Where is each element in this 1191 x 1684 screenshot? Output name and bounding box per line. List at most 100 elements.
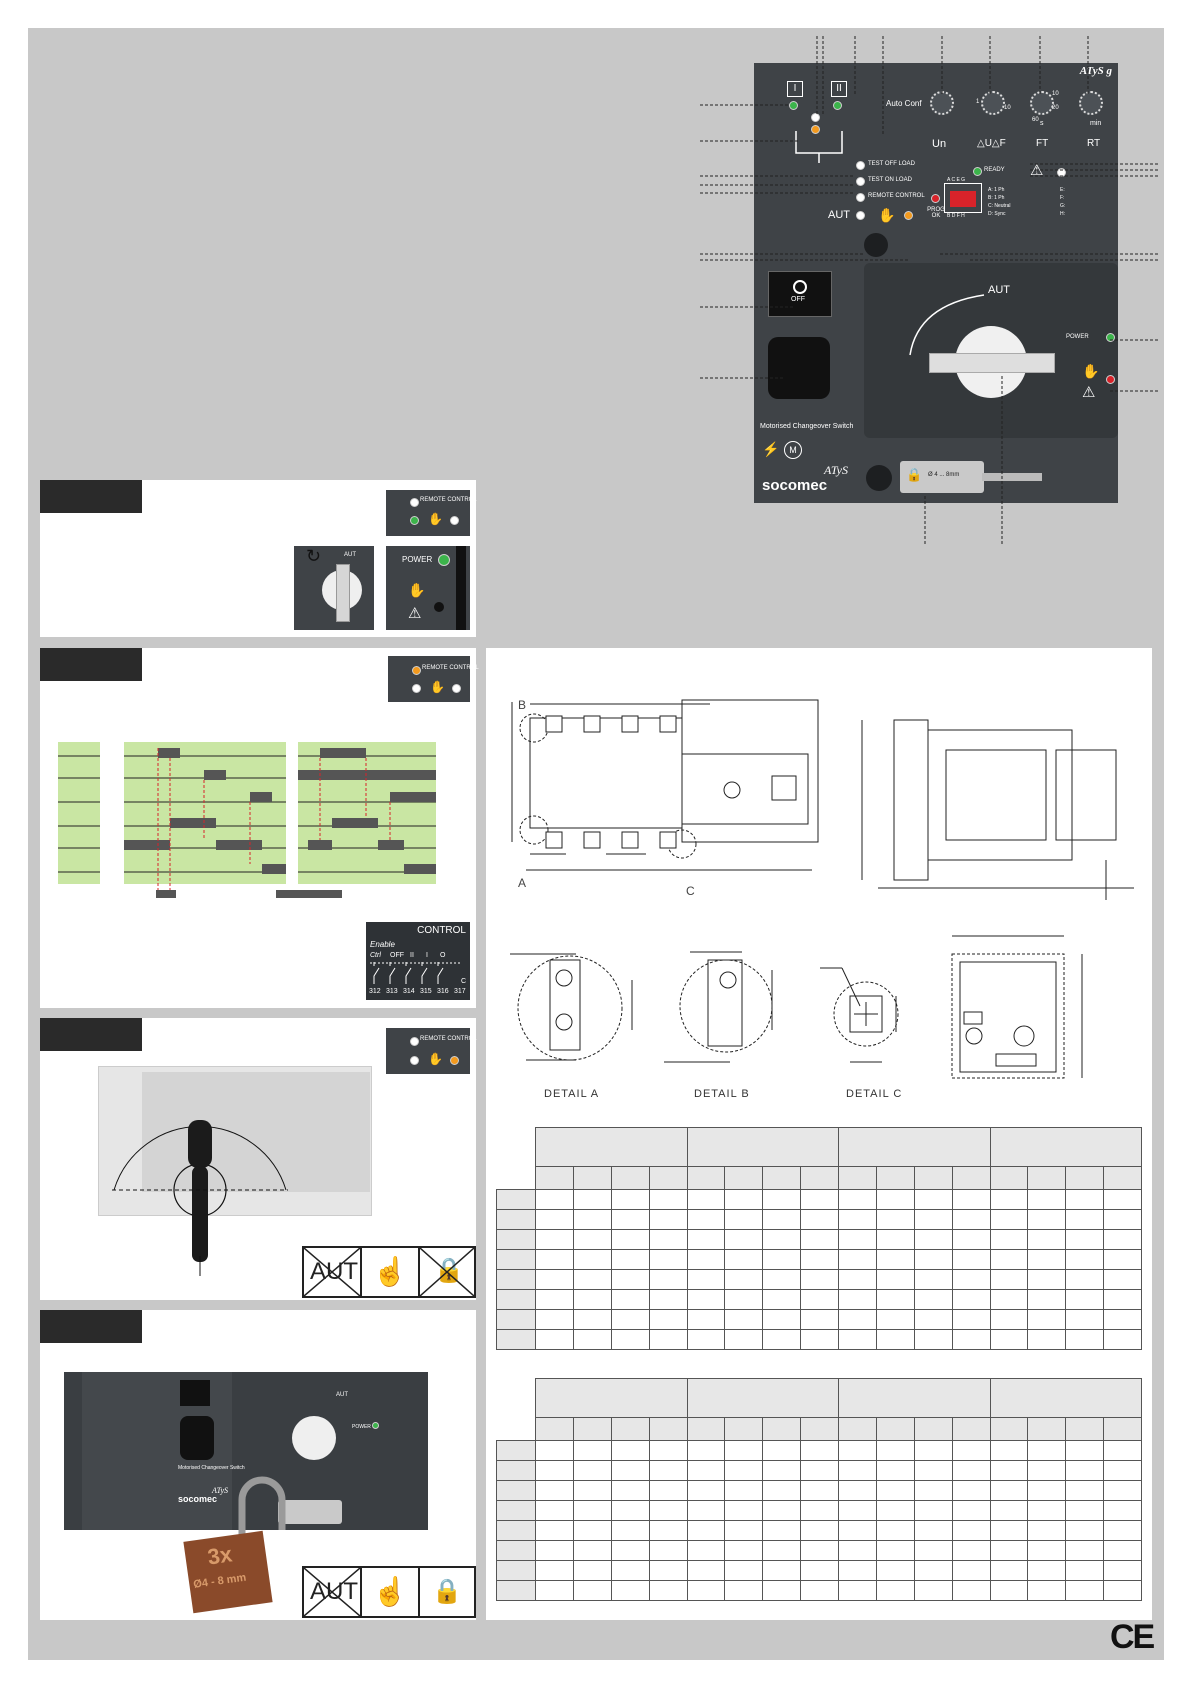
table-cell [1103,1500,1142,1521]
s2-terminal-315: 315 [420,988,432,995]
table-1-empty-corner [497,1128,536,1190]
detail-c-drawing [820,967,899,1063]
dip-legend-h: H: [1060,211,1065,217]
table-cell [951,1480,991,1501]
table-1-sub [762,1166,802,1190]
s2-col-i: I [426,952,428,959]
source-1-box: I [787,81,803,97]
rt-knob[interactable] [1079,91,1103,115]
table-cell [572,1540,612,1561]
table-cell [913,1580,953,1601]
table-cell [838,1540,877,1561]
table-cell [913,1520,953,1541]
s4-manual-selector[interactable] [292,1416,336,1460]
table-1-group-4 [989,1127,1142,1167]
s1-selector-bar[interactable] [336,564,350,622]
table-cell [989,1289,1029,1310]
s1-remote-control-inset: REMOTE CONTROL ✋ [386,490,477,536]
padlock-tab[interactable]: 🔒 Ø 4 ... 8mm [900,461,984,493]
section-3-tab [40,1018,142,1051]
s4-handle-socket[interactable] [180,1416,214,1460]
ft-label: FT [1036,138,1049,149]
padlock-slider[interactable] [982,473,1042,481]
s3-manual-hand-icon: ☝ [360,1246,420,1298]
aut-led [856,211,865,220]
table-cell [535,1460,574,1481]
table-row [496,1329,1142,1350]
un-knob[interactable] [981,91,1005,115]
s2-control-enable: Enable [370,940,395,949]
table-2-header-row [497,1378,1142,1418]
table-cell [572,1580,612,1601]
table-cell [913,1229,953,1250]
table-cell [535,1560,574,1581]
table-cell [648,1460,688,1481]
table-cell [686,1460,726,1481]
table-cell [610,1440,650,1461]
table-cell [1103,1329,1142,1350]
table-cell [535,1269,574,1290]
table-1-sub [838,1166,877,1190]
table-cell [648,1329,688,1350]
test-on-load-led [856,177,865,186]
dip-switch-block[interactable] [950,191,976,207]
table-row [496,1269,1142,1290]
table-cell [1027,1520,1067,1541]
table-cell [800,1500,839,1521]
table-cell [1103,1269,1142,1290]
table-cell [989,1500,1029,1521]
knob-scale-1: 1 [976,99,980,105]
table-cell [1065,1269,1105,1290]
source-2-box: II [831,81,847,97]
table-cell [572,1289,612,1310]
table-row-header [496,1269,536,1290]
table-cell [1027,1329,1067,1350]
table-cell [913,1560,953,1581]
table-cell [686,1540,726,1561]
ft-knob[interactable] [1030,91,1054,115]
table-1-group-1 [535,1127,688,1167]
table-1-sub [800,1166,839,1190]
s2-control-title: CONTROL [417,925,466,936]
s1-selector-inset: AUT ↻ [294,546,374,630]
s3-remote-led [410,1037,419,1046]
table-cell [724,1520,764,1541]
table-cell [951,1269,991,1290]
knob-scale-60: 60 [1032,117,1039,123]
s4-aut-label: AUT [336,1392,348,1398]
s4-padlock-tab[interactable] [278,1500,342,1524]
table-cell [1103,1480,1142,1501]
prog-ok-led [931,194,940,203]
table-cell [875,1520,915,1541]
table-cell [838,1480,877,1501]
knob-unit-min: min [1090,120,1102,127]
table-cell [535,1209,574,1230]
s4-aut-text: AUT [310,1578,358,1605]
dip-footer: B D F H [947,213,965,219]
voltage-frequency-label: △U△F [977,138,1006,149]
s1-power-led [438,554,450,566]
table-cell [838,1289,877,1310]
s3-aut-text: AUT [310,1258,358,1285]
table-cell [951,1460,991,1481]
test-push-button[interactable] [864,233,888,257]
s4-off-switch[interactable] [180,1380,210,1406]
table-cell [1027,1189,1067,1210]
s3-remote-control-inset: REMOTE CONTROL ✋ [386,1028,477,1074]
s2-terminal-314: 314 [403,988,415,995]
table-cell [610,1269,650,1290]
table-cell [875,1480,915,1501]
table-2-sub [762,1417,802,1441]
table-cell [951,1540,991,1561]
s4-aut-disabled-icon: AUT [302,1566,362,1618]
off-switch-symbol [793,280,807,294]
mode-selector-bar[interactable] [929,353,1055,373]
table-cell [838,1580,877,1601]
table-cell [572,1249,612,1270]
padlock-button[interactable] [866,465,892,491]
manual-handle-socket[interactable] [768,337,830,399]
off-switch[interactable]: OFF [768,271,832,317]
s2-terminal-c: C [460,978,466,985]
table-cell [686,1189,726,1210]
s3-padlock-disabled-icon: 🔒 [418,1246,476,1298]
